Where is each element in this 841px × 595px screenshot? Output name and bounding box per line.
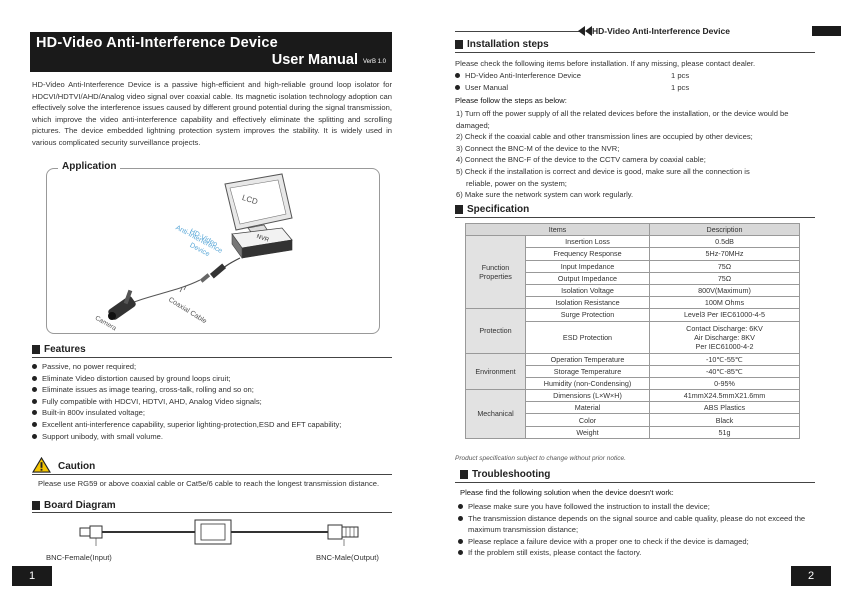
step-5-continued: reliable, power on the system; <box>466 178 567 188</box>
features-rule <box>32 357 392 358</box>
manual-title: HD-Video Anti-Interference Device <box>36 35 278 51</box>
check-items-text: Please check the following items before … <box>455 59 756 68</box>
camera-illustration <box>108 289 136 320</box>
bnc-output-label: BNC-Male(Output) <box>316 553 379 562</box>
installation-rule <box>455 52 815 53</box>
spec-rule <box>455 217 815 218</box>
installation-steps: 1) Turn off the power supply of all the … <box>456 108 816 201</box>
board-diagram <box>79 519 359 546</box>
manual-subtitle: User Manual <box>271 52 358 68</box>
lcd-monitor-illustration: LCD <box>224 173 293 237</box>
application-title: Application <box>58 161 121 172</box>
group-protection: Protection <box>465 308 526 354</box>
intro-paragraph: HD-Video Anti-Interference Device is a p… <box>32 80 392 147</box>
board-rule <box>32 512 392 513</box>
table-row: Function Properties Insertion Loss 0.5dB <box>465 235 800 310</box>
list-item: Passive, no power required; <box>32 361 392 373</box>
heading-square-icon <box>455 40 463 49</box>
version-label: VerB 1.0 <box>362 59 386 65</box>
troubleshooting-rule <box>455 482 815 483</box>
caution-text: Please use RG59 or above coaxial cable o… <box>38 479 380 488</box>
heading-square-icon <box>455 205 463 214</box>
installation-heading: Installation steps <box>455 39 549 50</box>
heading-square-icon <box>460 470 468 479</box>
col-description: Description <box>649 222 800 237</box>
group-function: Function Properties <box>465 235 526 310</box>
double-arrow-icon <box>578 26 592 36</box>
left-page: HD-Video Anti-Interference Device User M… <box>0 0 420 595</box>
list-item: Eliminate issues as image tearing, cross… <box>32 384 392 396</box>
step-6: 6) Make sure the network system can work… <box>456 190 634 200</box>
troubleshooting-list: Please make sure you have followed the i… <box>458 501 818 559</box>
manual-title-banner: HD-Video Anti-Interference Device User M… <box>30 32 392 72</box>
list-item: If the problem still exists, please cont… <box>458 547 818 559</box>
list-item: Built-in 800v insulated voltage; <box>32 407 392 419</box>
list-item: Please make sure you have followed the i… <box>458 501 818 513</box>
step-5: 5) Check if the installation is correct … <box>456 166 750 176</box>
list-item: Support unibody, with small volume. <box>32 431 392 443</box>
list-item: The transmission distance depends on the… <box>458 513 818 536</box>
table-row: Storage Temperature-40℃-85℃ <box>466 364 800 378</box>
running-header: HD-Video Anti-Interference Device <box>592 26 730 36</box>
list-item: Excellent anti-interference capability, … <box>32 419 392 431</box>
header-rule <box>455 31 580 32</box>
group-environment: Environment <box>465 352 526 391</box>
step-1: 1) Turn off the power supply of all the … <box>456 109 789 130</box>
application-box <box>46 168 380 334</box>
table-header-row: Items Description <box>465 222 800 237</box>
application-diagram: LCD NVR HD-Video Anti-Interference Devic… <box>94 173 293 332</box>
steps-intro: Please follow the steps as below: <box>455 96 567 105</box>
anti-interference-device-illustration <box>199 263 227 283</box>
page-number-2: 2 <box>791 566 831 586</box>
caution-title: Caution <box>58 461 96 472</box>
nvr-illustration: NVR <box>231 227 293 259</box>
heading-square-icon <box>32 501 40 510</box>
spec-note: Product specification subject to change … <box>455 455 626 462</box>
table-row: Environment Operation Temperature -10℃-5… <box>465 352 800 391</box>
step-4: 4) Connect the BNC-F of the device to th… <box>456 155 706 165</box>
step-2: 2) Check if the coaxial cable and other … <box>456 132 753 142</box>
col-items: Items <box>465 222 650 237</box>
bnc-input-label: BNC-Female(Input) <box>46 553 112 562</box>
list-item: Eliminate Video distortion caused by gro… <box>32 373 392 385</box>
table-row: Protection Surge Protection Level3 Per I… <box>465 308 800 354</box>
troubleshooting-heading: Troubleshooting <box>460 469 550 480</box>
heading-square-icon <box>32 345 40 354</box>
features-heading: Features <box>32 344 86 355</box>
specification-heading: Specification <box>455 204 529 215</box>
list-item: Please replace a failure device with a p… <box>458 536 818 548</box>
page-number-1: 1 <box>12 566 52 586</box>
group-mechanical: Mechanical <box>465 389 526 439</box>
list-item: Fully compatible with HDCVI, HDTVI, AHD,… <box>32 396 392 408</box>
specification-table: Items Description Function Properties In… <box>465 222 800 439</box>
table-row: Mechanical Dimensions (L×W×H) 41mmX24.5m… <box>465 389 800 439</box>
caution-rule <box>32 474 392 475</box>
troubleshooting-intro: Please find the following solution when … <box>460 488 674 497</box>
warning-icon <box>32 457 51 473</box>
board-diagram-heading: Board Diagram <box>32 500 116 511</box>
cable-label: Coaxial Cable <box>167 296 208 325</box>
step-3: 3) Connect the BNC-M of the device to th… <box>456 143 620 153</box>
header-tab <box>812 26 841 36</box>
features-list: Passive, no power required; Eliminate Vi… <box>32 361 392 442</box>
nvr-label: NVR <box>256 234 271 244</box>
